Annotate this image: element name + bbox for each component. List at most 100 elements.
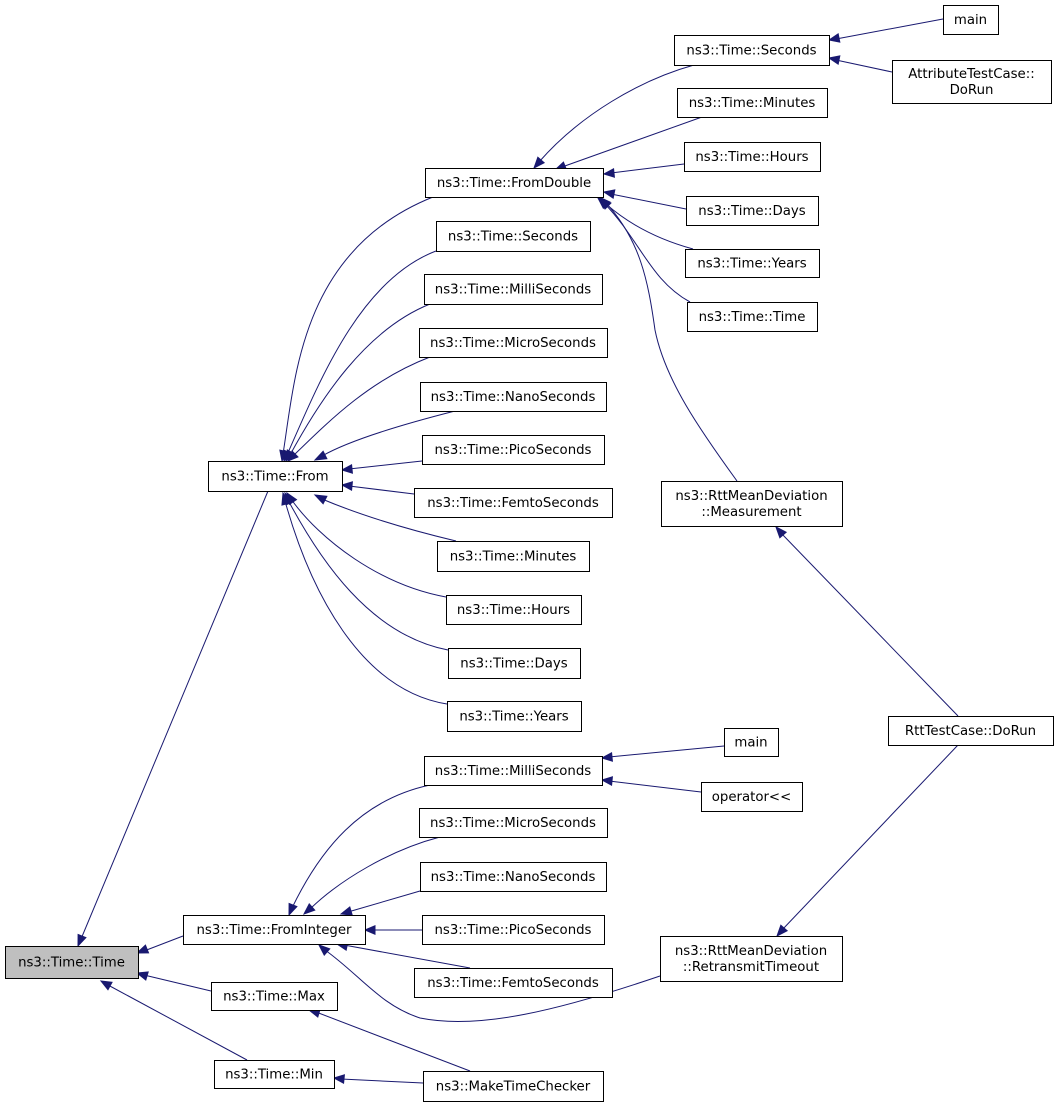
node-rtt-dorun[interactable]: RttTestCase::DoRun — [888, 716, 1054, 746]
node-label: ns3::Time::MicroSeconds — [430, 336, 596, 351]
node-box — [424, 756, 603, 786]
edge-f_seconds-to-from — [283, 250, 437, 463]
edge-line — [835, 59, 893, 73]
node-box — [183, 915, 366, 945]
node-fd-hours[interactable]: ns3::Time::Hours — [684, 142, 821, 172]
edge-fd_years-to-fromdouble — [598, 196, 694, 250]
node-f-femto[interactable]: ns3::Time::FemtoSeconds — [414, 488, 613, 518]
edge-fromint-to-time — [135, 935, 184, 954]
edge-fi_milli-to-fromint — [288, 784, 431, 917]
node-mtc[interactable]: ns3::MakeTimeChecker — [423, 1071, 604, 1102]
node-label: ns3::Time::FromInteger — [196, 923, 352, 938]
arrowhead — [600, 776, 613, 786]
node-label: ns3::MakeTimeChecker — [436, 1080, 591, 1095]
node-f-seconds[interactable]: ns3::Time::Seconds — [436, 221, 591, 252]
edge-line — [835, 18, 944, 40]
node-rtt-retx[interactable]: ns3::RttMeanDeviation::RetransmitTimeout — [660, 936, 843, 982]
arrowhead — [99, 980, 113, 991]
edge-fd_days-to-fromdouble — [602, 189, 687, 210]
edge-line — [538, 64, 695, 163]
edge-main2-to-fi_milli — [600, 745, 725, 762]
edge-line — [291, 784, 431, 909]
node-f-years[interactable]: ns3::Time::Years — [447, 701, 582, 732]
node-main2[interactable]: main — [724, 728, 779, 757]
arrowhead — [332, 1074, 345, 1084]
node-fd-years[interactable]: ns3::Time::Years — [685, 249, 820, 278]
node-f-milli[interactable]: ns3::Time::MilliSeconds — [424, 274, 603, 305]
arrowhead — [313, 494, 328, 505]
node-attr-dorun[interactable]: AttributeTestCase::DoRun — [892, 60, 1052, 104]
arrowhead — [533, 156, 546, 170]
edge-line — [780, 532, 959, 717]
edge-fd_minutes-to-fromdouble — [553, 116, 703, 171]
edge-fi_micro-to-fromint — [302, 836, 441, 915]
node-fromint[interactable]: ns3::Time::FromInteger — [183, 915, 366, 945]
edge-oplt-to-fi_milli — [600, 776, 702, 793]
node-label: ns3::Time::NanoSeconds — [431, 390, 596, 405]
node-f-pico[interactable]: ns3::Time::PicoSeconds — [422, 435, 605, 465]
arrowhead — [827, 33, 841, 43]
node-box — [888, 716, 1054, 746]
node-oplt[interactable]: operator<< — [701, 782, 803, 812]
edge-rtt_retx-to-fromint — [317, 944, 661, 1022]
node-max[interactable]: ns3::Time::Max — [211, 982, 338, 1011]
node-box — [414, 968, 613, 998]
edge-rtt_meas-to-fromdouble — [597, 195, 738, 482]
node-label: main — [734, 736, 767, 751]
node-fromdouble[interactable]: ns3::Time::FromDouble — [425, 168, 604, 198]
node-f-hours[interactable]: ns3::Time::Hours — [446, 595, 582, 625]
node-rtt-meas[interactable]: ns3::RttMeanDeviation::Measurement — [661, 481, 843, 527]
node-box — [724, 728, 779, 757]
node-label: ns3::Time::Days — [460, 657, 568, 672]
edge-f_nano-to-from — [313, 410, 456, 461]
node-time[interactable]: ns3::Time::Time — [5, 946, 139, 979]
edge-fd_hours-to-fromdouble — [602, 163, 685, 178]
node-from[interactable]: ns3::Time::From — [208, 461, 343, 492]
node-f-minutes[interactable]: ns3::Time::Minutes — [437, 541, 590, 572]
arrowhead — [776, 924, 789, 938]
node-box — [425, 168, 604, 198]
node-label: ns3::Time::Years — [697, 257, 806, 272]
arrowhead — [302, 902, 316, 915]
node-fd-seconds[interactable]: ns3::Time::Seconds — [674, 35, 830, 66]
edge-f_years-to-from — [281, 491, 448, 705]
node-label: ns3::Time::Max — [223, 990, 325, 1005]
node-box — [660, 936, 843, 982]
node-fi-femto[interactable]: ns3::Time::FemtoSeconds — [414, 968, 613, 998]
edge-line — [324, 949, 661, 1022]
node-label: ns3::RttMeanDeviation — [675, 944, 827, 959]
node-fd-time[interactable]: ns3::Time::Time — [687, 302, 818, 332]
node-min[interactable]: ns3::Time::Min — [214, 1060, 335, 1089]
node-fd-minutes[interactable]: ns3::Time::Minutes — [677, 88, 828, 118]
node-f-nano[interactable]: ns3::Time::NanoSeconds — [420, 382, 607, 412]
node-fi-pico[interactable]: ns3::Time::PicoSeconds — [422, 915, 605, 945]
edges-layer — [77, 18, 959, 1084]
node-fi-nano[interactable]: ns3::Time::NanoSeconds — [420, 862, 607, 892]
edge-fd_time-to-fromdouble — [596, 197, 691, 303]
edge-fi_femto-to-fromint — [335, 941, 471, 969]
node-fd-days[interactable]: ns3::Time::Days — [686, 196, 819, 226]
node-f-micro[interactable]: ns3::Time::MicroSeconds — [419, 328, 608, 358]
node-f-days[interactable]: ns3::Time::Days — [448, 648, 581, 679]
node-box — [422, 915, 605, 945]
arrowhead — [288, 902, 298, 917]
edge-min-to-time — [99, 980, 248, 1061]
node-main1[interactable]: main — [943, 5, 999, 35]
node-box — [892, 60, 1052, 104]
node-label: ns3::Time::FromDouble — [437, 176, 591, 191]
node-box — [5, 946, 139, 979]
node-label: main — [954, 13, 987, 28]
edge-line — [289, 303, 431, 456]
edge-line — [781, 744, 959, 931]
arrowhead — [317, 944, 331, 957]
edge-mtc-to-min — [332, 1074, 424, 1084]
node-label: ns3::Time::Seconds — [448, 230, 578, 245]
node-fi-milli[interactable]: ns3::Time::MilliSeconds — [424, 756, 603, 786]
node-label: ::Measurement — [701, 505, 801, 520]
node-label: ns3::Time::From — [221, 470, 328, 485]
node-label: AttributeTestCase:: — [908, 67, 1034, 82]
node-label: ns3::Time::Min — [225, 1068, 323, 1083]
node-box — [446, 595, 582, 625]
arrowhead — [827, 55, 841, 65]
node-fi-micro[interactable]: ns3::Time::MicroSeconds — [419, 808, 608, 838]
